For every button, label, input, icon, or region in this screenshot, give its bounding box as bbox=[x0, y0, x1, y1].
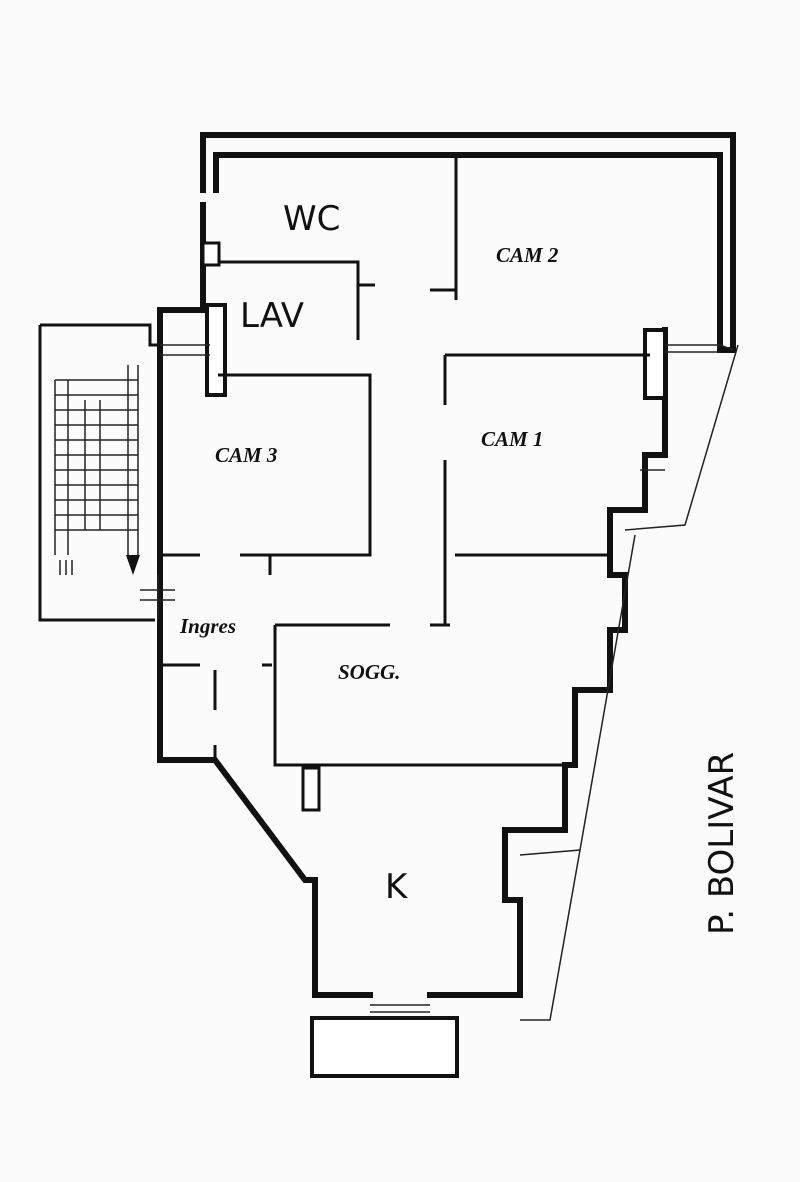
label-ingres: Ingres bbox=[179, 614, 236, 638]
label-sogg: SOGG. bbox=[338, 660, 400, 684]
label-cam3: CAM 3 bbox=[215, 443, 277, 467]
label-cam1: CAM 1 bbox=[481, 427, 543, 451]
exterior-walls bbox=[157, 132, 739, 1021]
label-cam2: CAM 2 bbox=[496, 243, 559, 267]
label-k: K bbox=[385, 867, 409, 907]
pillars bbox=[160, 241, 720, 1078]
street-label: P. BOLIVAR bbox=[702, 752, 742, 935]
label-wc: WC bbox=[283, 199, 340, 239]
interior-walls bbox=[160, 155, 650, 767]
label-lav: LAV bbox=[240, 296, 304, 336]
staircase bbox=[38, 323, 175, 622]
